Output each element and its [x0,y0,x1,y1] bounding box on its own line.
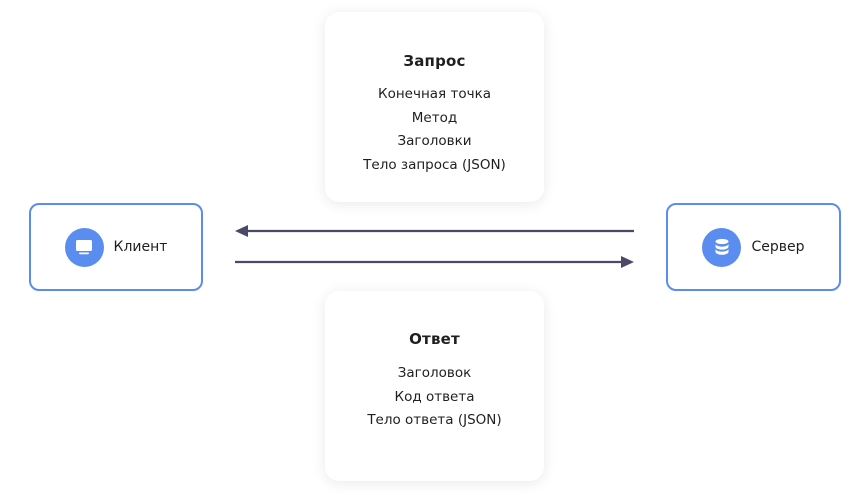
response-card: Ответ Заголовок Код ответа Тело ответа (… [325,291,544,481]
request-items: Конечная точка Метод Заголовки Тело запр… [325,83,544,177]
request-title: Запрос [403,52,466,70]
request-item: Заголовки [397,133,472,149]
request-card: Запрос Конечная точка Метод Заголовки Те… [325,12,544,202]
response-item: Заголовок [397,365,472,381]
response-title: Ответ [409,330,460,348]
client-node: Клиент [29,203,203,291]
database-icon [702,227,742,267]
response-item: Код ответа [394,388,475,405]
request-item: Конечная точка [378,86,491,102]
server-label: Сервер [751,239,805,255]
request-item: Тело запроса (JSON) [363,156,506,173]
request-arrow [235,256,634,268]
response-items: Заголовок Код ответа Тело ответа (JSON) [325,362,544,433]
client-label: Клиент [113,239,168,255]
response-arrow [235,225,634,237]
server-node: Сервер [666,203,841,291]
request-item: Метод [411,109,458,126]
response-item: Тело ответа (JSON) [367,412,502,428]
monitor-icon [64,227,104,267]
